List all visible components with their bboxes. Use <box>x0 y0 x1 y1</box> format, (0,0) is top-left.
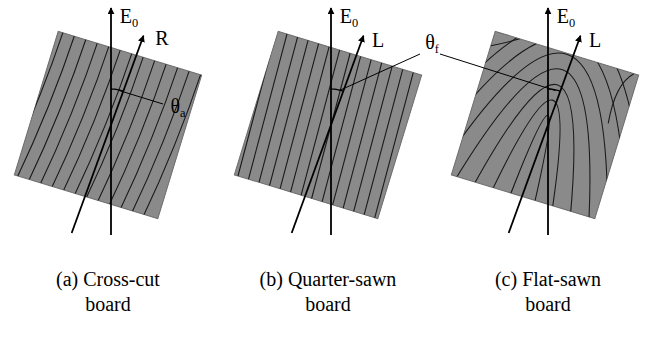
direction-arrow <box>292 36 364 233</box>
leader-line <box>440 54 555 91</box>
direction-arrow <box>72 36 144 233</box>
angle-label: θa <box>170 96 185 116</box>
field-label: E0 <box>340 6 358 26</box>
board-cross <box>0 20 203 223</box>
angle-label: θf <box>425 32 439 52</box>
leader-line <box>119 91 163 104</box>
axis-label: L <box>372 30 384 50</box>
panel-caption: (b) Quarter-sawn board <box>253 267 403 317</box>
field-label: E0 <box>557 6 575 26</box>
panel-caption: (a) Cross-cut board <box>33 267 183 317</box>
axis-label: L <box>589 30 601 50</box>
field-label: E0 <box>120 6 138 26</box>
direction-arrow <box>509 36 581 233</box>
board-flat <box>389 0 659 255</box>
board-face <box>14 31 201 218</box>
board-face <box>451 31 638 218</box>
grain-lines <box>451 31 638 218</box>
grain-lines <box>234 31 421 218</box>
leader-line <box>339 54 420 91</box>
axis-label: R <box>155 28 168 48</box>
grain-lines <box>14 31 201 218</box>
panel-caption: (c) Flat-sawn board <box>473 267 623 317</box>
